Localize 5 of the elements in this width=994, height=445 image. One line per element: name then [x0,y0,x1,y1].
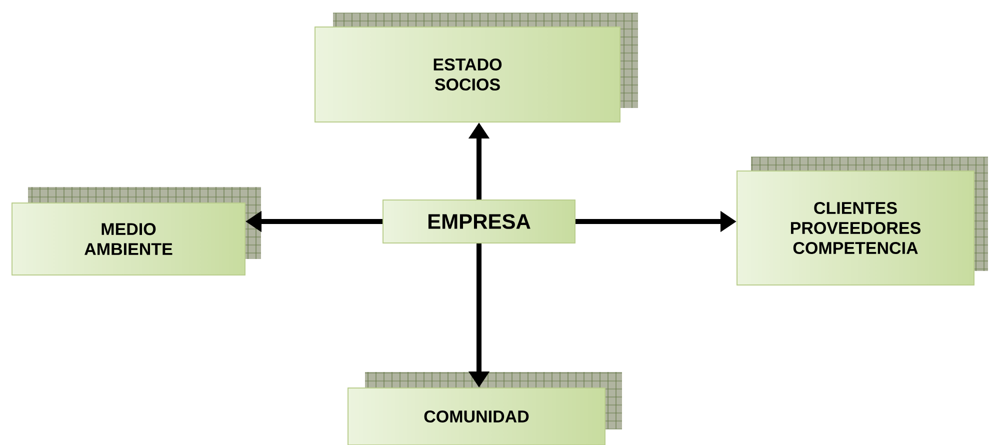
process-box: EMPRESA [382,200,576,244]
process-box: CLIENTES PROVEEDORES COMPETENCIA [736,156,988,286]
process-box: COMUNIDAD [348,372,622,445]
process-box: MEDIO AMBIENTE [12,186,262,276]
process-box: ESTADO SOCIOS [314,12,638,122]
